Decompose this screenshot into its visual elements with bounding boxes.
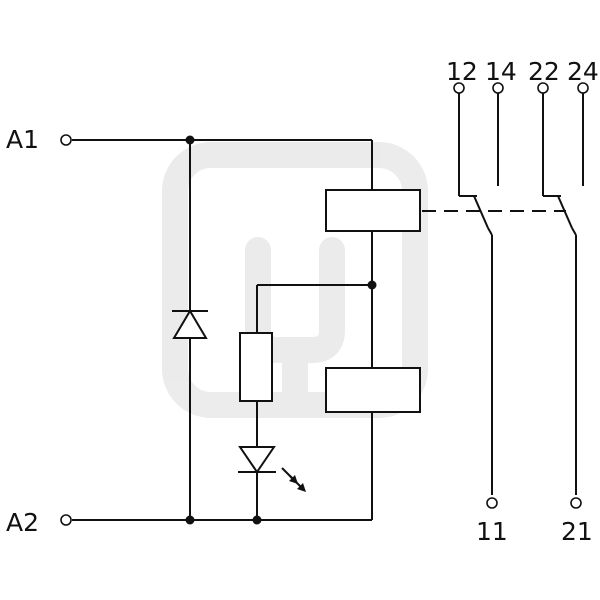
- terminal-label-a2: A2: [6, 508, 39, 537]
- contact-set-2: [537, 82, 589, 509]
- terminal-label-14: 14: [485, 57, 517, 86]
- terminal-a2: [60, 514, 72, 526]
- relay-coil-lower: [325, 367, 421, 413]
- junction-dot: [185, 135, 195, 145]
- terminal-label-11: 11: [476, 517, 508, 546]
- terminal-a1: [60, 134, 72, 146]
- terminal-label-22: 22: [528, 57, 560, 86]
- junction-dot: [185, 515, 195, 525]
- terminal-label-21: 21: [561, 517, 593, 546]
- terminal-label-12: 12: [446, 57, 478, 86]
- terminal-label-a1: A1: [6, 125, 39, 154]
- junction-dot: [367, 280, 377, 290]
- terminal-label-24: 24: [567, 57, 599, 86]
- contact-set-1: [453, 82, 504, 509]
- diode-symbol: [172, 309, 208, 339]
- resistor-symbol: [239, 332, 273, 402]
- junction-dot: [252, 515, 262, 525]
- led-symbol: [238, 446, 306, 492]
- relay-coil-upper: [325, 189, 421, 232]
